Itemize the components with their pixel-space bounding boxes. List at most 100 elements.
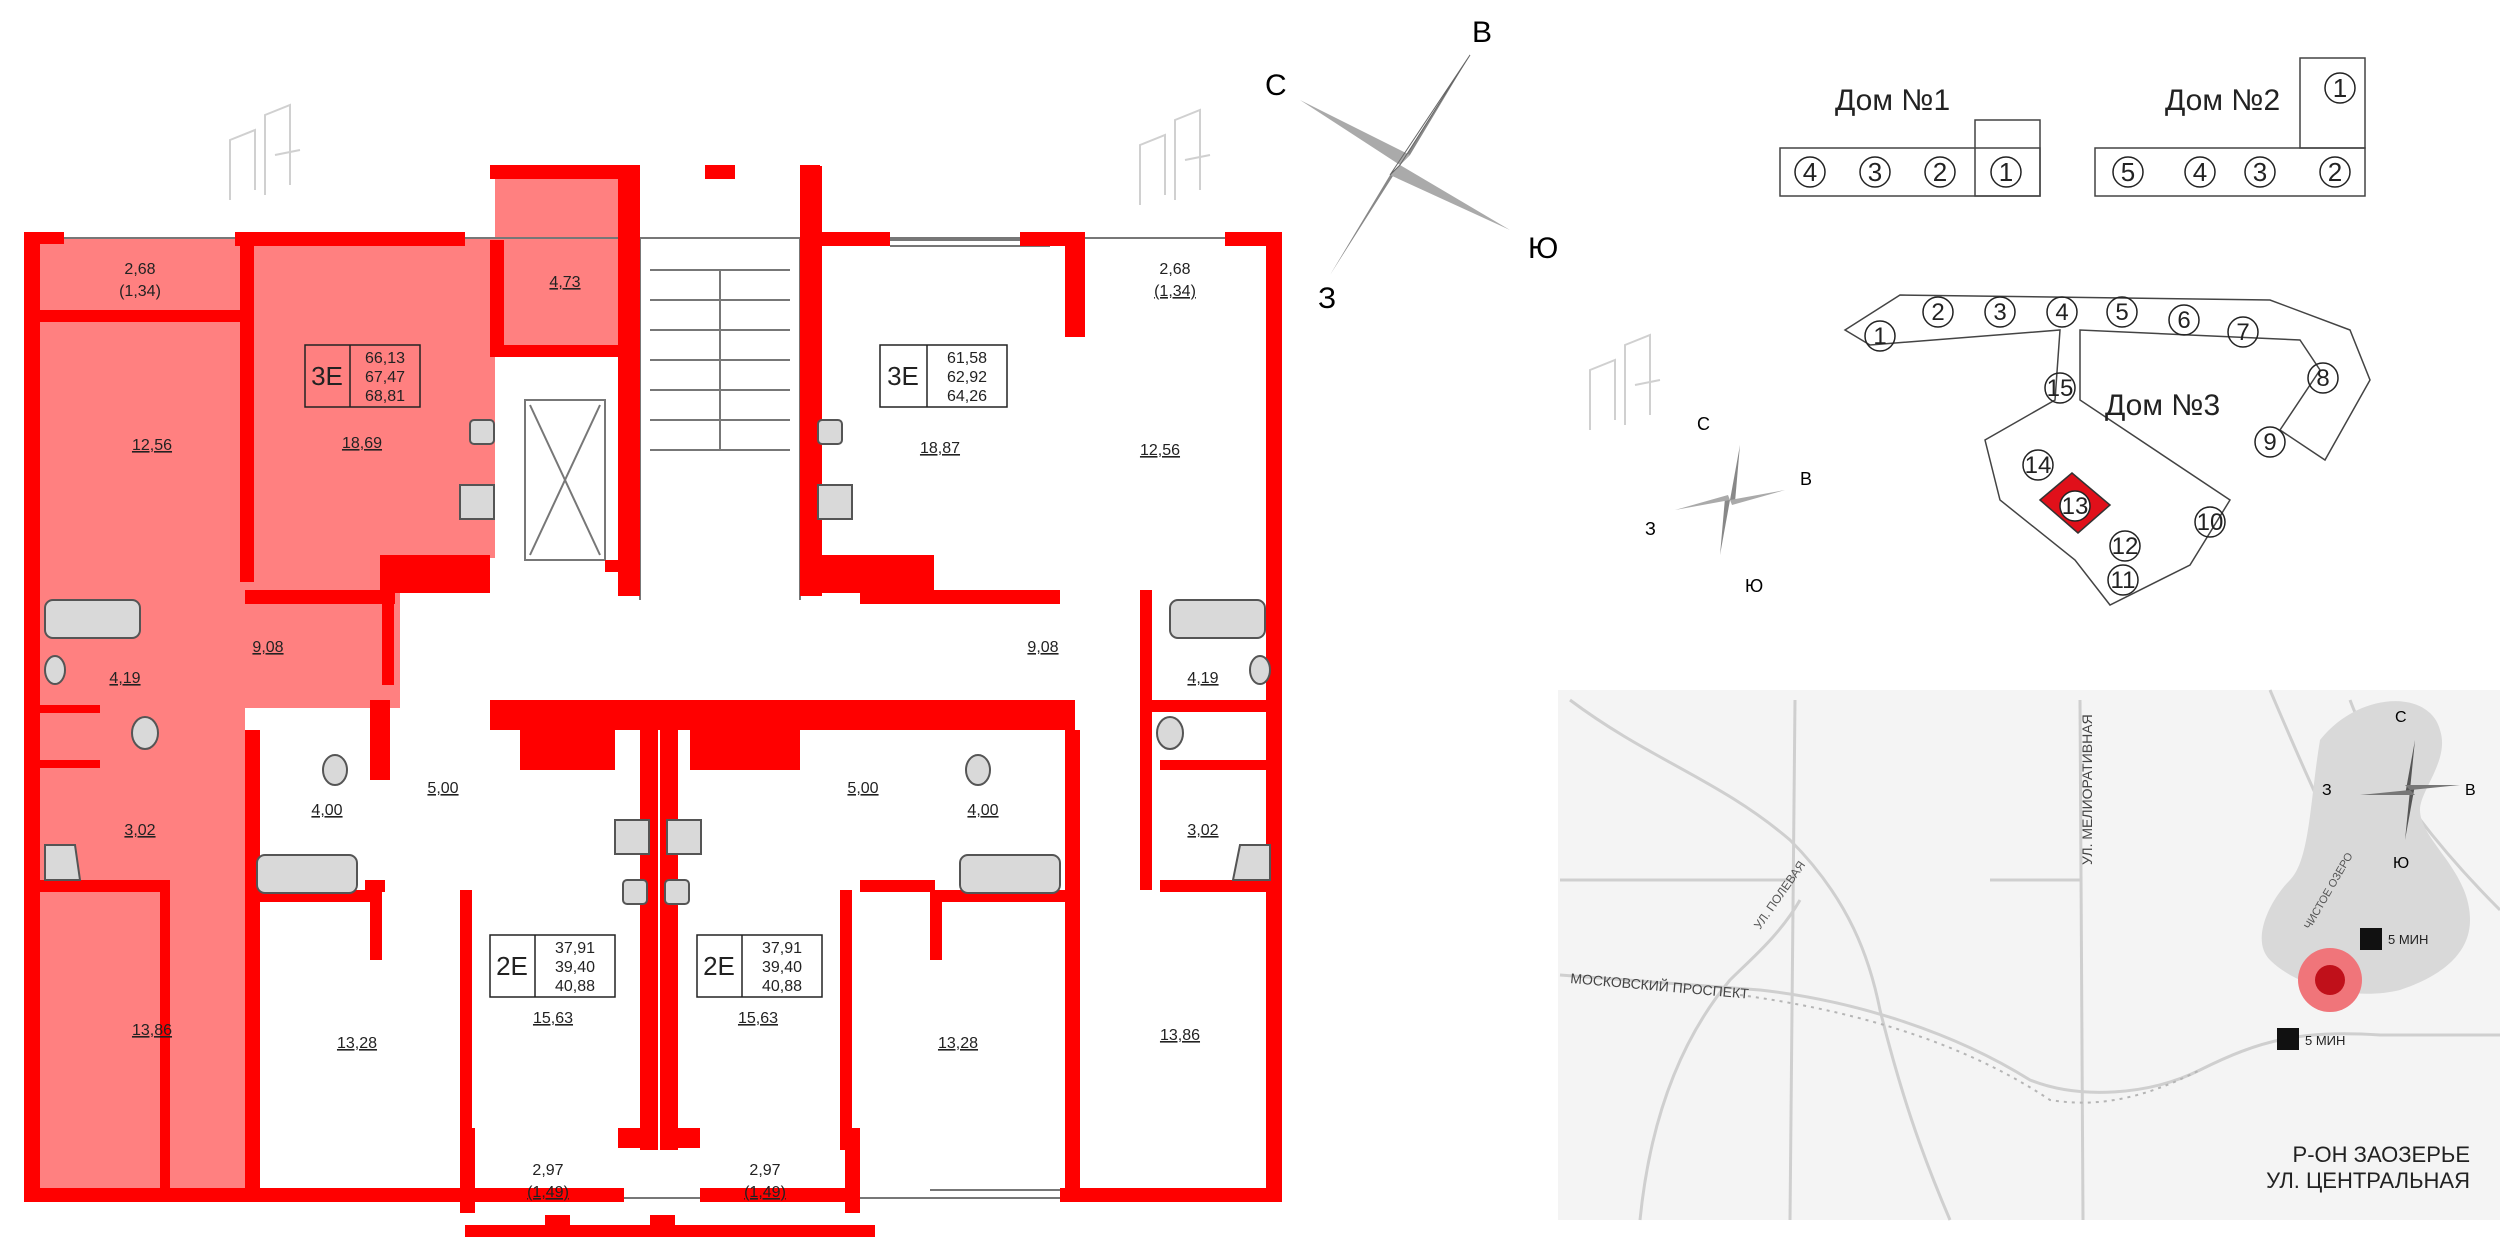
selected-apartment-fill	[30, 170, 625, 1198]
section-marker[interactable]	[2244, 156, 2276, 188]
compass-small-north: С	[1697, 414, 1710, 434]
unit-box[interactable]: 3Е 61,58 62,92 64,26	[879, 344, 1008, 408]
section-marker[interactable]	[2254, 426, 2286, 458]
room-labels: 2,68 (1,34) 2,68 (1,34) 4,73 12,56 12,56…	[109, 261, 1218, 1201]
compass-map-north: С	[2395, 709, 2407, 726]
compass-map-east: В	[2465, 782, 2476, 799]
section-number: 15	[2047, 375, 2074, 402]
section-number: 11	[2111, 567, 2136, 594]
section-marker[interactable]	[2319, 156, 2351, 188]
section-marker[interactable]	[2107, 564, 2139, 596]
section-number: 9	[2263, 429, 2276, 456]
compass-map-south: Ю	[2393, 855, 2409, 872]
lake	[2261, 701, 2470, 994]
unit-area-b: 67,47	[365, 369, 405, 386]
section-number: 2	[1931, 299, 1944, 326]
bath-left: 4,19	[109, 670, 140, 687]
unit-area-b: 39,40	[555, 959, 595, 976]
balcony-c-right-area: 2,97	[749, 1162, 780, 1179]
unit-type: 3Е	[311, 361, 343, 391]
section-marker[interactable]	[2106, 296, 2138, 328]
section-marker[interactable]	[1922, 296, 1954, 328]
bus-icon	[2360, 928, 2382, 950]
section-number: 12	[2112, 533, 2139, 560]
section-marker[interactable]	[2109, 530, 2141, 562]
bus-time-1: 5 МИН	[2388, 932, 2428, 947]
room-right-bottom: 13,86	[1160, 1027, 1200, 1044]
unit-box[interactable]: 2Е 37,91 39,40 40,88	[696, 934, 823, 998]
compass-small-south: Ю	[1745, 576, 1763, 596]
unit-area-a: 37,91	[762, 940, 802, 957]
balcony-right-area: 2,68	[1159, 261, 1190, 278]
section-marker[interactable]	[2227, 316, 2259, 348]
district-line-2: УЛ. ЦЕНТРАЛЬНАЯ	[2266, 1168, 2470, 1193]
unit-area-b: 39,40	[762, 959, 802, 976]
section-number: 1	[1999, 157, 2013, 187]
compass-east-label: В	[1472, 16, 1492, 49]
balcony-c-left-sub: (1,49)	[527, 1184, 569, 1201]
section-number: 4	[2193, 157, 2207, 187]
balcony-left-sub: (1,34)	[119, 283, 161, 300]
hall-c-right: 5,00	[847, 780, 878, 797]
section-marker[interactable]	[1859, 156, 1891, 188]
section-marker[interactable]	[2307, 362, 2339, 394]
compass-rose-map: С В Ю З	[2322, 709, 2476, 872]
section-marker[interactable]	[2112, 156, 2144, 188]
room-left-top: 12,56	[132, 437, 172, 454]
bus-icon	[2277, 1028, 2299, 1050]
house3-title: Дом №3	[2105, 389, 2220, 422]
kitchen-right: 18,87	[920, 440, 960, 457]
section-number-selected: 13	[2062, 493, 2089, 520]
section-marker[interactable]	[1924, 156, 1956, 188]
section-marker[interactable]	[2194, 506, 2226, 538]
unit-box[interactable]: 3Е 66,13 67,47 68,81	[304, 344, 421, 408]
room-right-top: 12,56	[1140, 442, 1180, 459]
balcony-c-right-sub: (1,49)	[744, 1184, 786, 1201]
section-number: 3	[1868, 157, 1882, 187]
section-number: 1	[2333, 73, 2347, 103]
section-marker[interactable]	[2044, 372, 2076, 404]
section-marker[interactable]	[2324, 72, 2356, 104]
section-marker[interactable]	[2184, 156, 2216, 188]
section-number: 6	[2177, 307, 2190, 334]
loggia-top-area: 4,73	[549, 274, 580, 291]
wc-right: 3,02	[1187, 822, 1218, 839]
compass-west-label: З	[1318, 282, 1336, 315]
room-left-bottom: 13,86	[132, 1022, 172, 1039]
unit-type: 3Е	[887, 361, 919, 391]
unit-area-c: 40,88	[762, 978, 802, 995]
compass-south-label: Ю	[1528, 232, 1558, 265]
hall-left: 9,08	[252, 639, 283, 656]
bath-c-left: 4,00	[311, 802, 342, 819]
unit-area-c: 40,88	[555, 978, 595, 995]
compass-small-west: З	[1645, 519, 1656, 539]
house1-title: Дом №1	[1835, 84, 1950, 117]
section-number: 3	[1993, 299, 2006, 326]
section-marker[interactable]	[1794, 156, 1826, 188]
section-marker[interactable]	[2059, 490, 2091, 522]
section-marker[interactable]	[1984, 296, 2016, 328]
compass-north-label: С	[1265, 69, 1287, 102]
section-number: 2	[1933, 157, 1947, 187]
unit-area-a: 66,13	[365, 350, 405, 367]
section-marker[interactable]	[2046, 296, 2078, 328]
location-map: 5 МИН 5 МИН МОСКОВСКИЙ ПРОСПЕКТ УЛ. МЕЛИ…	[1558, 689, 2500, 1221]
bath-c-right: 4,00	[967, 802, 998, 819]
section-marker[interactable]	[2022, 449, 2054, 481]
unit-area-c: 68,81	[365, 388, 405, 405]
unit-type: 2Е	[703, 951, 735, 981]
section-number: 5	[2115, 299, 2128, 326]
section-number: 4	[1803, 157, 1817, 187]
unit-area-c: 64,26	[947, 388, 987, 405]
section-marker[interactable]	[1864, 320, 1896, 352]
bus-time-2: 5 МИН	[2305, 1033, 2345, 1048]
section-marker[interactable]	[1990, 156, 2022, 188]
section-marker[interactable]	[2168, 304, 2200, 336]
watermark-logos	[229, 103, 1661, 430]
balcony-c-left-area: 2,97	[532, 1162, 563, 1179]
unit-box[interactable]: 2Е 37,91 39,40 40,88	[489, 934, 616, 998]
house2-title: Дом №2	[2165, 84, 2280, 117]
unit-type: 2Е	[496, 951, 528, 981]
house-map-top: Дом №1 Дом №2 4 3 2 1 1 5 4 3 2	[1779, 57, 2366, 197]
section-number: 1	[1873, 323, 1886, 350]
